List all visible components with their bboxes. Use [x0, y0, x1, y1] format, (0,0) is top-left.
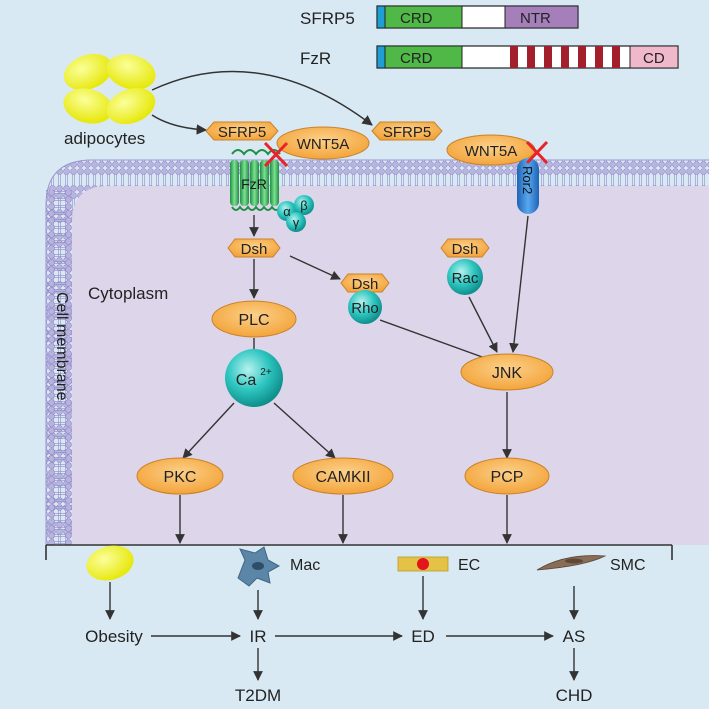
plc-node: PLC: [211, 300, 297, 338]
pkc-node: PKC: [136, 457, 224, 495]
arrow-ror2-to-jnk: [509, 215, 529, 353]
dsh-rho-label: Dsh: [352, 276, 379, 293]
sfrp5-domain-label: SFRP5: [300, 9, 355, 28]
arrow-ca-to-camkii: [273, 402, 336, 459]
dsh-main-node: Dsh: [227, 238, 281, 258]
wnt5a-right-label: WNT5A: [465, 143, 518, 160]
wnt5a-left-node: WNT5A: [276, 126, 370, 160]
g-gamma-label: γ: [293, 215, 300, 230]
fzr-receptor: FzR: [230, 149, 281, 211]
wnt5a-right-node: WNT5A: [446, 134, 536, 166]
pcp-label: PCP: [491, 469, 524, 486]
t2dm-label: T2DM: [235, 686, 281, 705]
cytoplasm-label: Cytoplasm: [88, 284, 168, 303]
inhibition-cross-icon: [525, 140, 549, 165]
macrophage-icon: [237, 546, 281, 587]
rac-label: Rac: [452, 270, 479, 287]
fzr-label: FzR: [241, 176, 267, 192]
adipocyte-icon: [63, 53, 156, 125]
dsh-main-label: Dsh: [241, 241, 268, 258]
cytoplasm-region: [72, 186, 709, 545]
g-alpha-label: α: [283, 204, 291, 219]
smooth-muscle-cell-icon: [536, 555, 607, 571]
sfrp5-left-label: SFRP5: [218, 124, 266, 141]
sfrp5-left-node: SFRP5: [205, 121, 279, 141]
sfrp5-ntr-label: NTR: [520, 10, 551, 27]
jnk-label: JNK: [492, 365, 523, 382]
sfrp5-right-label: SFRP5: [383, 124, 431, 141]
arrow-rho-to-jnk: [379, 319, 497, 364]
dsh-rac-node: Dsh Rac: [440, 238, 490, 295]
rho-label: Rho: [351, 300, 379, 317]
jnk-node: JNK: [460, 353, 554, 391]
ror2-label: Ror2: [520, 166, 535, 194]
ec-label: EC: [458, 557, 480, 574]
mac-label: Mac: [290, 557, 320, 574]
cell-membrane-label: Cell membrane: [53, 292, 70, 401]
sfrp5-right-node: SFRP5: [371, 121, 443, 141]
dsh-rac-label: Dsh: [452, 241, 479, 258]
g-protein-complex: α β γ: [277, 195, 314, 232]
camkii-label: CAMKII: [315, 469, 370, 486]
fzr-crd-label: CRD: [400, 50, 433, 67]
ed-label: ED: [411, 627, 435, 646]
sfrp5-domain-bar: SFRP5 CRD NTR: [300, 5, 579, 29]
ca-superscript: 2+: [260, 367, 272, 378]
arrow-adipocytes-to-sfrp5-right: [151, 70, 373, 126]
smc-label: SMC: [610, 557, 646, 574]
endothelial-cell-icon: [397, 556, 449, 572]
pkc-label: PKC: [164, 469, 197, 486]
fzr-cd-label: CD: [643, 50, 665, 67]
arrow-ca-to-pkc: [182, 402, 235, 459]
ca-label: Ca: [236, 372, 257, 389]
calcium-node: Ca 2+: [225, 349, 283, 407]
ror2-receptor: Ror2: [517, 158, 539, 214]
camkii-node: CAMKII: [292, 457, 394, 495]
arrow-dsh-to-rho: [289, 255, 341, 280]
cell: [45, 159, 709, 545]
sfrp5-crd-label: CRD: [400, 10, 433, 27]
adipocytes-label: adipocytes: [64, 129, 145, 148]
g-beta-label: β: [300, 198, 307, 213]
fzr-domain-bar: FzR CRD CD: [300, 45, 679, 69]
chd-label: CHD: [556, 686, 593, 705]
plc-label: PLC: [238, 312, 269, 329]
wnt5a-left-label: WNT5A: [297, 136, 350, 153]
adipocyte-icon: [86, 545, 134, 581]
outcome-bracket: [45, 544, 673, 560]
arrow-rac-to-jnk: [468, 296, 498, 353]
fzr-domain-label: FzR: [300, 49, 331, 68]
inhibition-cross-icon: [263, 141, 289, 168]
pcp-node: PCP: [464, 457, 550, 495]
obesity-label: Obesity: [85, 627, 143, 646]
as-label: AS: [563, 627, 586, 646]
dsh-rho-node: Dsh Rho: [340, 273, 390, 324]
ir-label: IR: [250, 627, 267, 646]
arrow-adipocytes-to-sfrp5: [151, 114, 208, 135]
